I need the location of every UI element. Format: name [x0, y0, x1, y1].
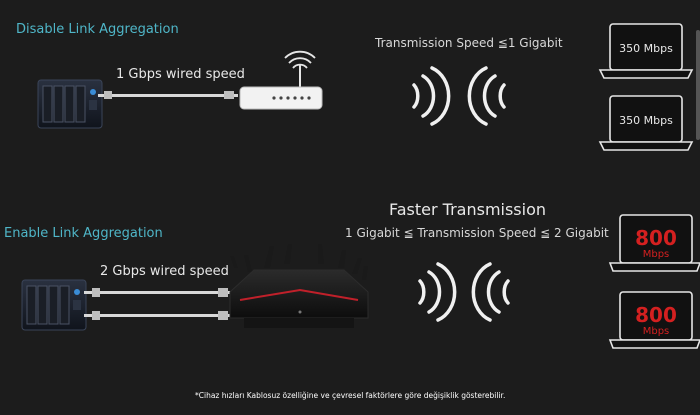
wifi-waves-bottom-right	[418, 262, 457, 322]
laptop-bottom-1-speed: 800	[635, 226, 677, 250]
disable-transmission-label: Transmission Speed ≦1 Gigabit	[375, 36, 563, 50]
laptop-top-2-speed: 350 Mbps	[619, 114, 673, 127]
disable-section-title: Disable Link Aggregation	[16, 22, 179, 37]
wifi-waves-top-right	[412, 66, 451, 126]
disable-wired-speed-label: 1 Gbps wired speed	[116, 67, 245, 82]
laptop-bottom-2-unit: Mbps	[643, 326, 670, 337]
enable-section-title: Enable Link Aggregation	[4, 226, 163, 241]
cable-bottom-2	[84, 311, 234, 320]
wifi-waves-top-left	[467, 66, 506, 126]
footnote: *Cihaz hızları Kablosuz özelliğine ve çe…	[195, 391, 506, 400]
laptop-bottom-1-unit: Mbps	[643, 249, 670, 260]
nas-device-bottom	[21, 279, 87, 331]
enable-transmission-label: 1 Gigabit ≦ Transmission Speed ≦ 2 Gigab…	[345, 226, 609, 240]
gaming-router	[229, 244, 369, 328]
laptop-top-1: 350 Mbps	[598, 23, 694, 79]
nas-device-top	[37, 79, 103, 129]
wifi-waves-bottom-left	[471, 262, 510, 322]
enable-wired-speed-label: 2 Gbps wired speed	[100, 264, 229, 279]
laptop-top-2: 350 Mbps	[598, 95, 694, 151]
laptop-bottom-1: 800 Mbps	[608, 214, 700, 272]
white-router	[239, 50, 323, 110]
laptop-bottom-2: 800 Mbps	[608, 291, 700, 349]
cable-bottom-1	[84, 288, 234, 297]
laptop-bottom-2-speed: 800	[635, 303, 677, 327]
scrollbar-thumb[interactable]	[696, 30, 700, 140]
faster-transmission-headline: Faster Transmission	[389, 200, 547, 219]
cable-top	[98, 91, 238, 99]
laptop-top-1-speed: 350 Mbps	[619, 42, 673, 55]
